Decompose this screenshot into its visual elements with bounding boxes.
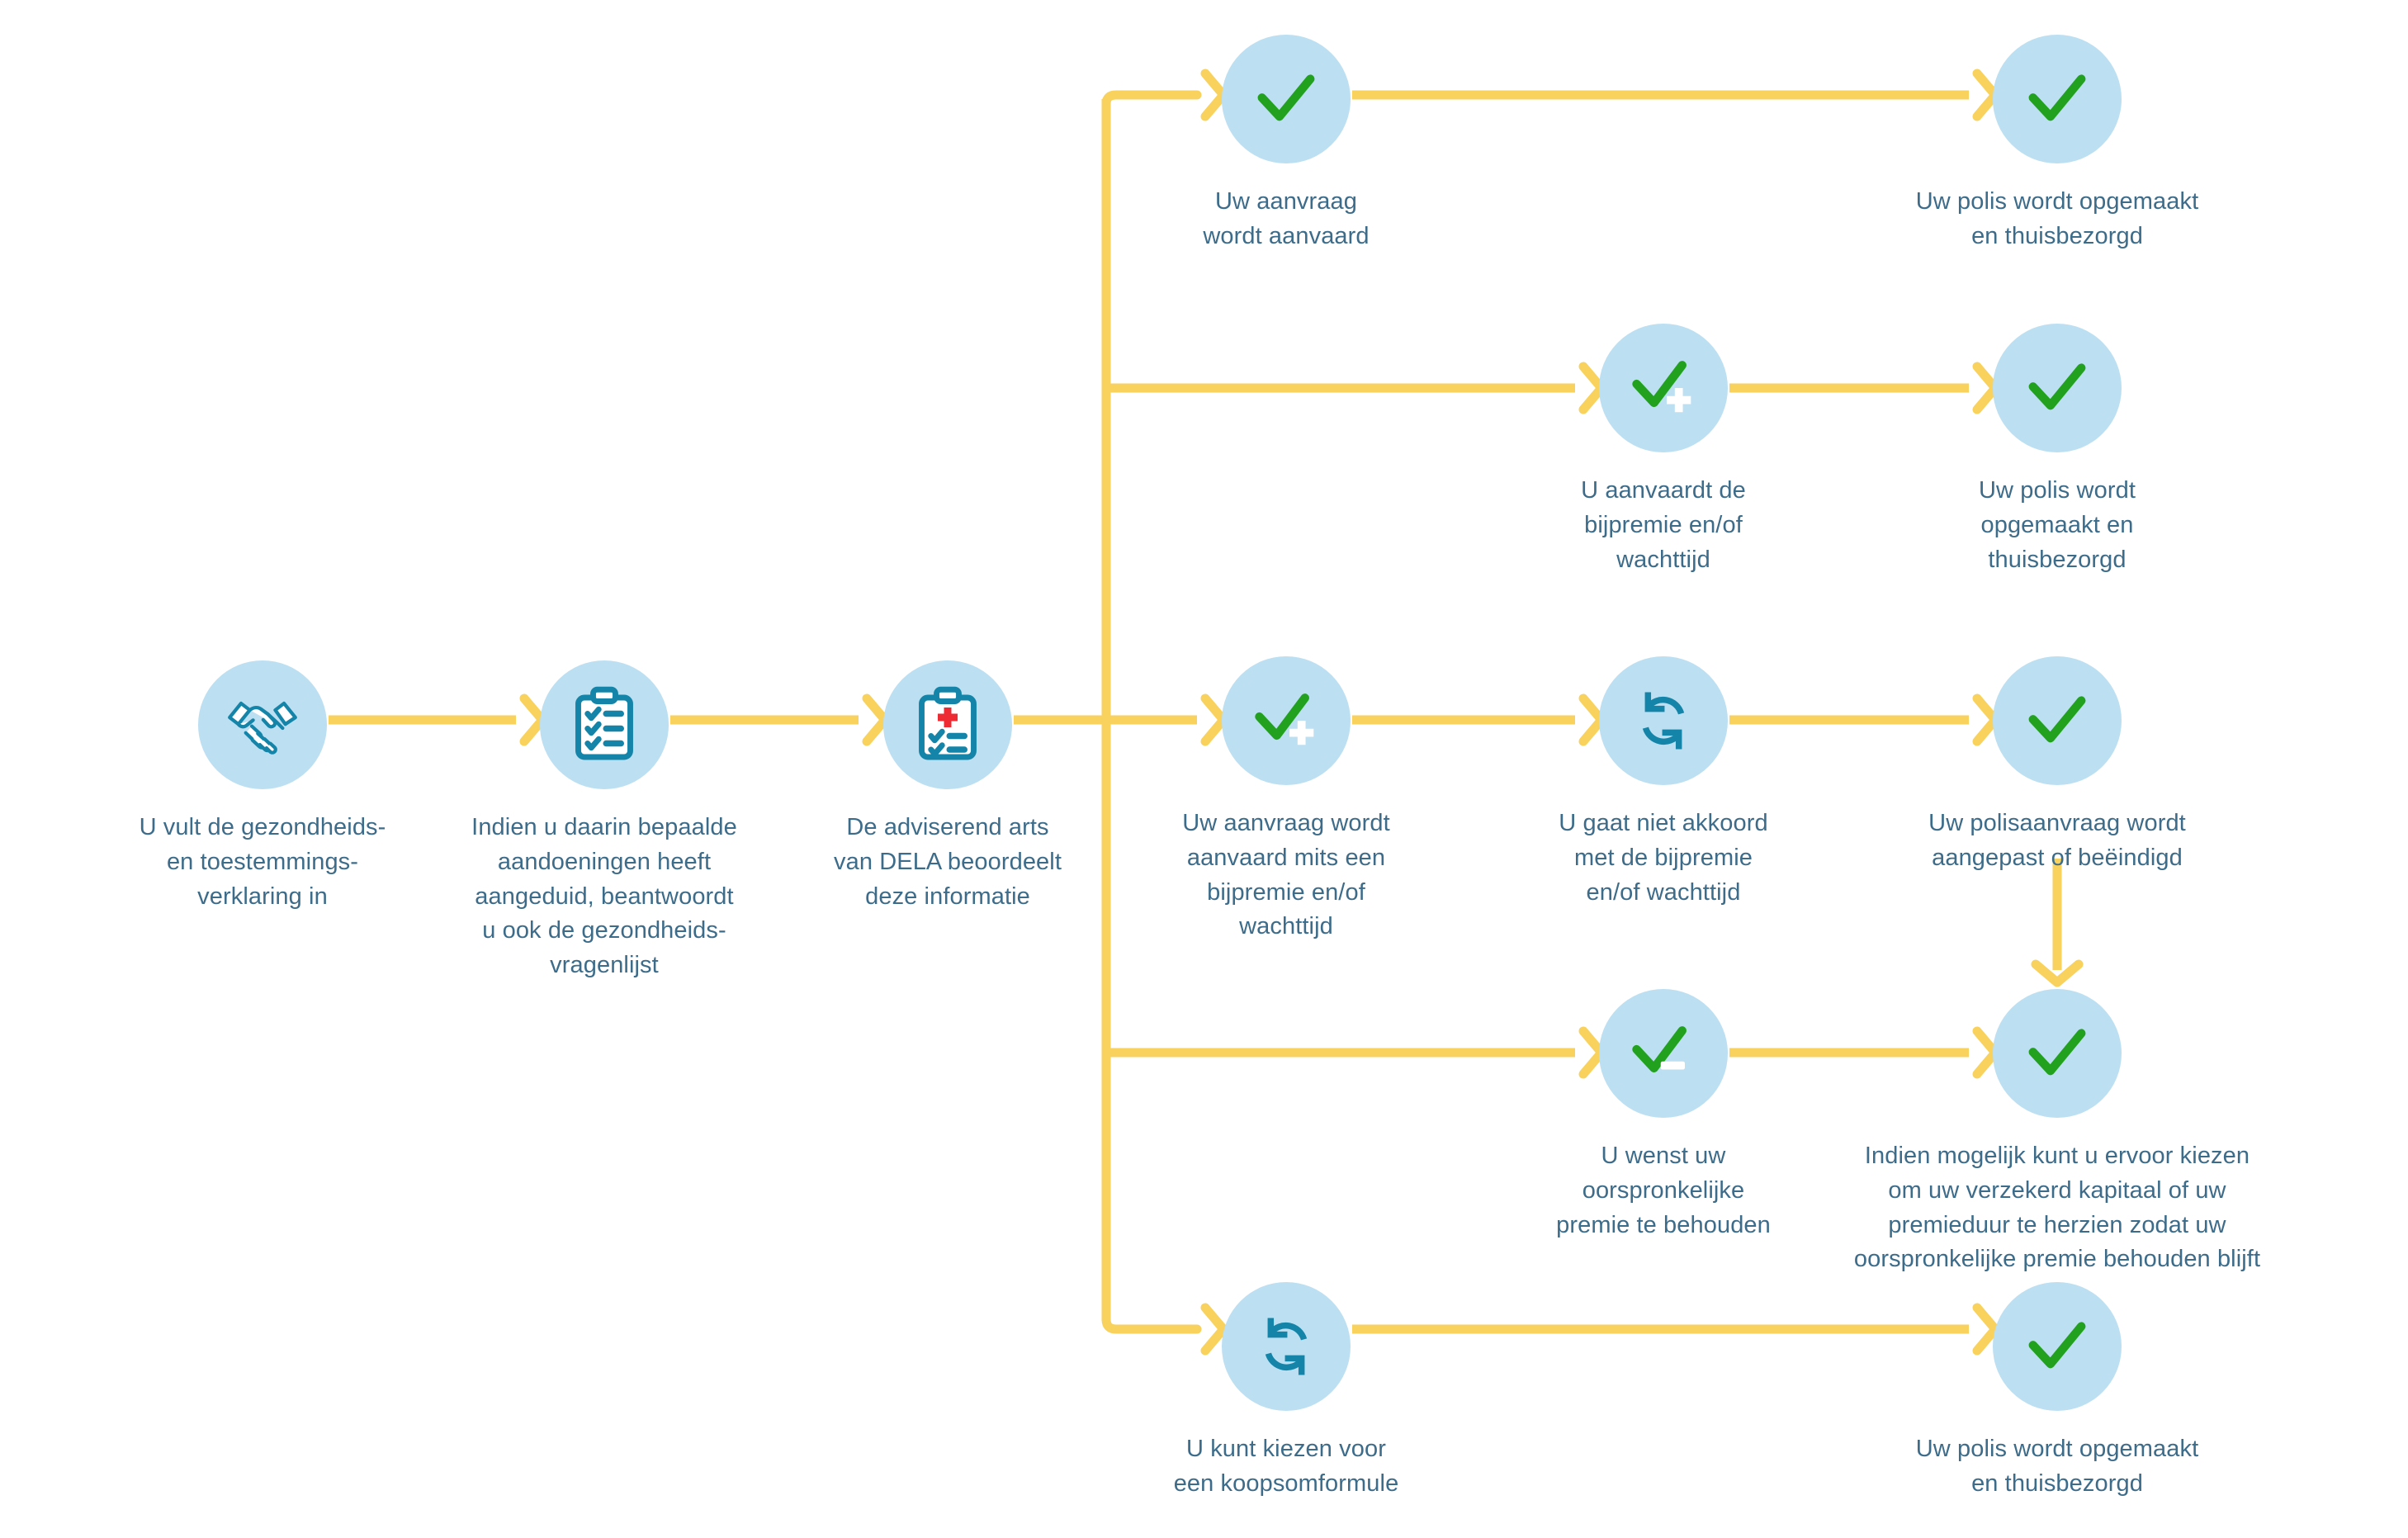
node-caption: U wenst uw oorspronkelijke premie te beh…: [1556, 1143, 1771, 1238]
node-caption: Uw polisaanvraag wordt aangepast of beëi…: [1928, 810, 2186, 871]
node-caption: Uw polis wordt opgemaakt en thuisbezorgd: [1915, 1436, 2199, 1497]
node-caption: Indien u daarin bepaalde aandoeningen he…: [471, 814, 737, 978]
node-bubble: [1993, 324, 2122, 452]
node-polis-opgemaakt-1[interactable]: Uw polis wordt opgemaakt en thuisbezorgd: [1818, 35, 2297, 254]
plus-badge-icon: [1667, 388, 1691, 413]
plus-badge-icon: [1289, 721, 1314, 745]
node-polis-opgemaakt-2[interactable]: Uw polis wordt opgemaakt en thuisbezorgd: [1917, 324, 2197, 577]
refresh-loop-icon: [1265, 1318, 1308, 1375]
node-oorspronkelijke-premie-behouden[interactable]: U wenst uw oorspronkelijke premie te beh…: [1523, 989, 1804, 1242]
node-bubble: [1222, 656, 1351, 785]
node-bubble: [1599, 324, 1728, 452]
handshake-icon: [228, 701, 297, 755]
node-bubble: [1599, 989, 1728, 1118]
connector-trunk-n4: [1101, 90, 1202, 121]
node-caption: Uw aanvraag wordt aanvaard: [1203, 188, 1370, 249]
node-polisaanvraag-aangepast[interactable]: Uw polisaanvraag wordt aangepast of beëi…: [1818, 656, 2297, 876]
clipboard-medical-icon: [919, 686, 977, 760]
node-niet-akkoord-bijpremie[interactable]: U gaat niet akkoord met de bijpremie en/…: [1523, 656, 1804, 910]
node-koopsomformule[interactable]: U kunt kiezen voor een koopsomformule: [1146, 1282, 1426, 1502]
clipboard-checklist-icon: [575, 686, 633, 760]
node-caption: Uw aanvraag wordt aanvaard mits een bijp…: [1182, 810, 1390, 940]
node-bubble: [1993, 35, 2122, 163]
node-bubble: [883, 660, 1012, 789]
node-bubble: [198, 660, 327, 789]
node-caption: U gaat niet akkoord met de bijpremie en/…: [1559, 810, 1768, 906]
check-icon: [1257, 74, 1315, 121]
node-bubble: [1993, 1282, 2122, 1411]
node-aanvaardt-bijpremie[interactable]: U aanvaardt de bijpremie en/of wachttijd: [1540, 324, 1787, 577]
node-gezondheidsverklaring[interactable]: U vult de gezondheids- en toestemmings- …: [139, 660, 386, 914]
refresh-loop-icon: [1642, 692, 1685, 750]
check-plus-icon: [1255, 693, 1314, 745]
red-cross-icon: [938, 707, 958, 727]
check-icon: [2028, 363, 2086, 410]
node-bubble: [540, 660, 669, 789]
node-bubble: [1599, 656, 1728, 785]
check-icon: [2028, 1029, 2086, 1076]
node-bubble: [1993, 656, 2122, 785]
minus-badge-icon: [1660, 1061, 1685, 1070]
node-polis-opgemaakt-3[interactable]: Uw polis wordt opgemaakt en thuisbezorgd: [1818, 1282, 2297, 1502]
connector-trunk-n9: [1101, 1304, 1202, 1334]
check-plus-icon: [1632, 361, 1691, 413]
node-bubble: [1993, 989, 2122, 1118]
node-bubble: [1222, 1282, 1351, 1411]
node-herzien-kapitaal-premieduur[interactable]: Indien mogelijk kunt u ervoor kiezen om …: [1818, 989, 2297, 1277]
check-minus-icon: [1632, 1026, 1687, 1073]
node-caption: Uw polis wordt opgemaakt en thuisbezorgd: [1915, 188, 2199, 249]
check-icon: [2028, 74, 2086, 121]
node-caption: De adviserend arts van DELA beoordeelt d…: [834, 814, 1062, 910]
node-caption: U vult de gezondheids- en toestemmings- …: [139, 814, 386, 910]
check-icon: [2028, 1322, 2086, 1369]
node-adviserend-arts[interactable]: De adviserend arts van DELA beoordeelt d…: [807, 660, 1088, 914]
node-aanvraag-aanvaard[interactable]: Uw aanvraag wordt aanvaard: [1162, 35, 1410, 254]
node-gezondheidsvragenlijst[interactable]: Indien u daarin bepaalde aandoeningen he…: [439, 660, 769, 983]
node-caption: Uw polis wordt opgemaakt en thuisbezorgd: [1979, 477, 2136, 573]
node-caption: U kunt kiezen voor een koopsomformule: [1173, 1436, 1399, 1497]
node-aanvaard-mits-bijpremie[interactable]: Uw aanvraag wordt aanvaard mits een bijp…: [1146, 656, 1426, 944]
node-caption: U aanvaardt de bijpremie en/of wachttijd: [1581, 477, 1746, 573]
check-icon: [2028, 696, 2086, 743]
node-caption: Indien mogelijk kunt u ervoor kiezen om …: [1853, 1143, 2261, 1273]
node-bubble: [1222, 35, 1351, 163]
